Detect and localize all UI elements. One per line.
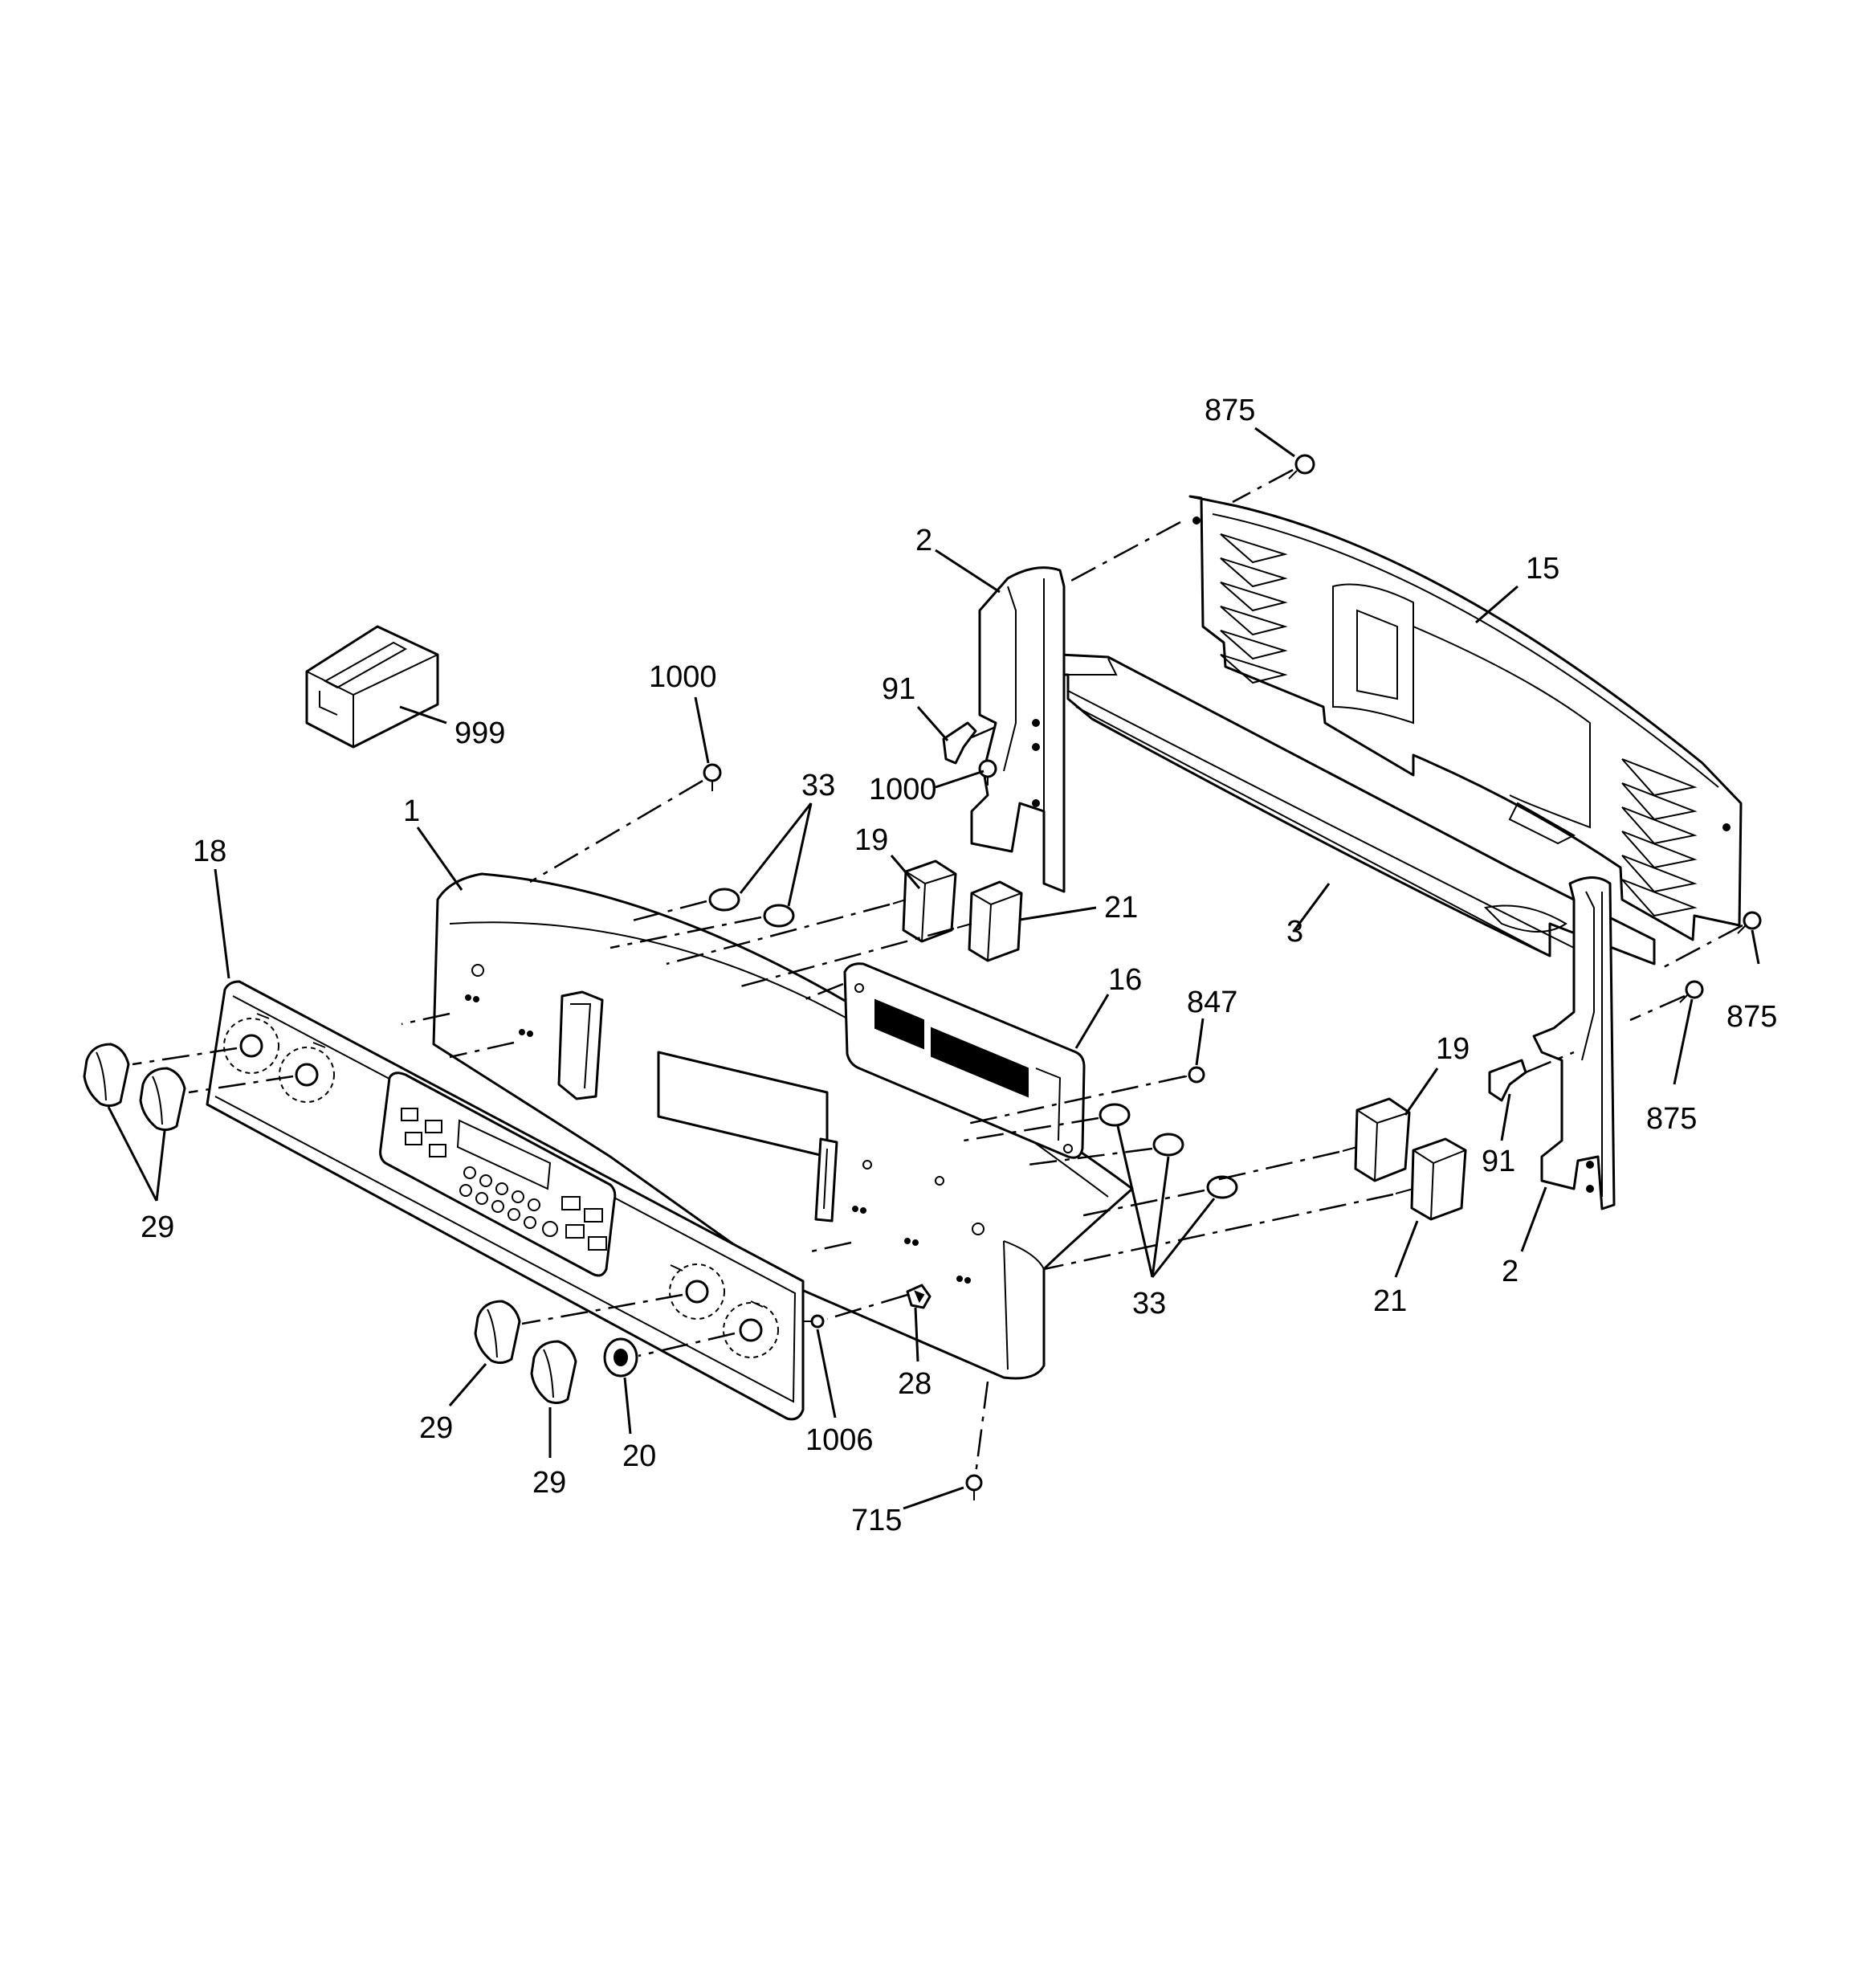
callout-29-low: 29	[532, 1466, 566, 1500]
control-panel-part-18	[206, 980, 805, 1421]
screw-part-875-right-upper	[1737, 911, 1762, 934]
screw-part-875-top	[1288, 454, 1315, 480]
callout-19-right: 19	[1436, 1032, 1470, 1066]
callout-29-left: 29	[141, 1210, 174, 1244]
light-part-28	[906, 1284, 932, 1309]
electronic-control-part-16	[843, 962, 1086, 1159]
callout-20: 20	[622, 1439, 656, 1473]
switch-part-19-left	[892, 859, 957, 943]
callout-999: 999	[455, 716, 505, 750]
clip-part-91-lower	[1488, 1059, 1527, 1102]
screw-part-875-right-lower	[1679, 980, 1704, 1003]
knob-part-29-c	[474, 1300, 521, 1365]
callout-715: 715	[851, 1504, 902, 1537]
vent-louvers-right	[1621, 758, 1698, 917]
callout-91-upper: 91	[882, 672, 915, 706]
screw-part-847	[1178, 1066, 1205, 1084]
socket-part-33-b	[763, 904, 795, 928]
callout-875-right-upper: 875	[1726, 1000, 1777, 1034]
backguard-shell-part-1	[432, 872, 1134, 1380]
callout-18: 18	[193, 835, 226, 868]
callout-labels: 875 15 2 1000 91 1000 33 999 1 18 19 21 …	[141, 394, 1777, 1537]
literature-box-part-999	[305, 625, 439, 749]
callout-19-left: 19	[854, 823, 888, 857]
callout-28: 28	[898, 1367, 932, 1401]
switch-part-19-right	[1342, 1097, 1411, 1182]
screw-part-1006	[803, 1314, 825, 1329]
callout-875-right-lower: 875	[1646, 1102, 1697, 1136]
socket-part-33-d	[1152, 1133, 1184, 1157]
assembly-lines	[132, 468, 1743, 1475]
screw-part-1000-left	[703, 763, 722, 791]
bezel-part-20	[603, 1337, 638, 1378]
keypad-buttons	[459, 1166, 558, 1237]
callout-875-top: 875	[1205, 394, 1255, 427]
callout-15: 15	[1526, 552, 1559, 586]
knob-part-29-a	[83, 1043, 130, 1108]
callout-3: 3	[1286, 915, 1303, 949]
leader-lines	[107, 427, 1760, 1510]
callout-2-upper: 2	[915, 524, 932, 557]
screw-part-715	[965, 1474, 983, 1500]
socket-part-33-a	[708, 888, 740, 912]
callout-29-mid: 29	[419, 1411, 453, 1445]
end-cap-part-2-upper	[970, 566, 1066, 893]
screw-part-1000-cap	[978, 759, 997, 786]
callout-33-lower: 33	[1132, 1287, 1166, 1321]
callout-1000-cap: 1000	[869, 773, 937, 806]
knob-part-29-b	[139, 1067, 186, 1132]
clip-part-91-upper	[942, 721, 977, 765]
switch-part-21-right	[1395, 1137, 1467, 1221]
callout-1006: 1006	[805, 1423, 874, 1457]
callout-21-right: 21	[1373, 1284, 1407, 1318]
callout-2-lower: 2	[1502, 1255, 1519, 1288]
callout-1000-left: 1000	[649, 660, 717, 694]
end-cap-part-2-lower	[1532, 876, 1616, 1210]
socket-part-33-c	[1099, 1103, 1131, 1127]
socket-part-33-e	[1206, 1175, 1238, 1199]
callout-16: 16	[1108, 963, 1142, 997]
vent-louvers-left	[1220, 533, 1288, 684]
callout-21-left: 21	[1104, 891, 1138, 925]
callout-847: 847	[1187, 986, 1237, 1019]
callout-91-lower: 91	[1482, 1145, 1515, 1178]
callout-33-upper: 33	[801, 769, 835, 802]
knob-part-29-d	[530, 1340, 577, 1405]
switch-part-21-left	[956, 880, 1023, 962]
back-panel-part-15	[1188, 495, 1743, 941]
callout-1: 1	[403, 794, 420, 828]
